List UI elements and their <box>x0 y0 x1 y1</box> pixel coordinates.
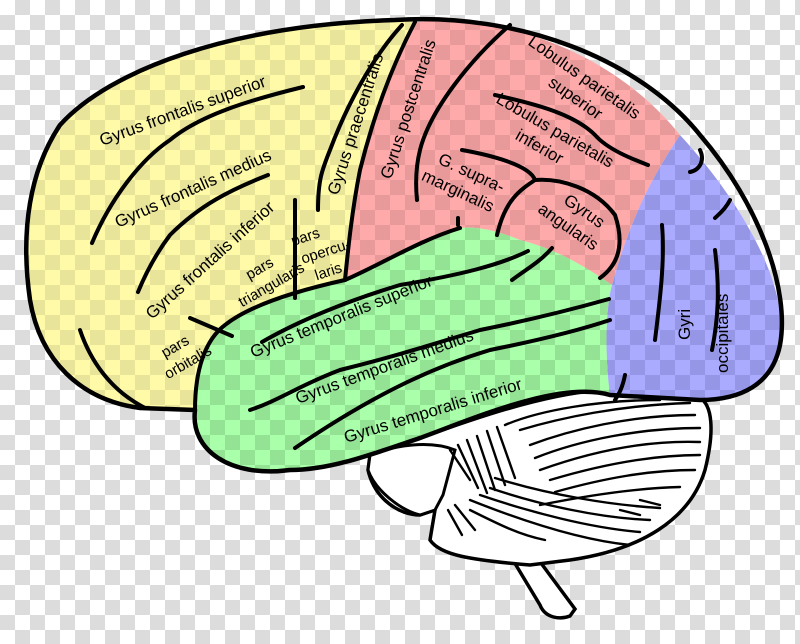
parietal-lobe <box>345 21 680 286</box>
central-sulcus-edge <box>343 20 417 282</box>
cerebrum <box>24 16 785 474</box>
cerebellum-folia <box>446 398 702 547</box>
label-line: Gyri <box>675 309 694 340</box>
sulci <box>78 23 732 450</box>
cerebellum <box>366 388 713 620</box>
lateral-sulcus <box>193 226 462 412</box>
frontal-lobe <box>26 20 415 410</box>
label-gyri-occipitales: Gyri occipitales <box>675 294 732 373</box>
occipital-lobe <box>606 135 782 400</box>
temporal-lobe <box>194 227 612 472</box>
label-line: occipitales <box>713 294 732 373</box>
brain-outline <box>24 16 785 474</box>
